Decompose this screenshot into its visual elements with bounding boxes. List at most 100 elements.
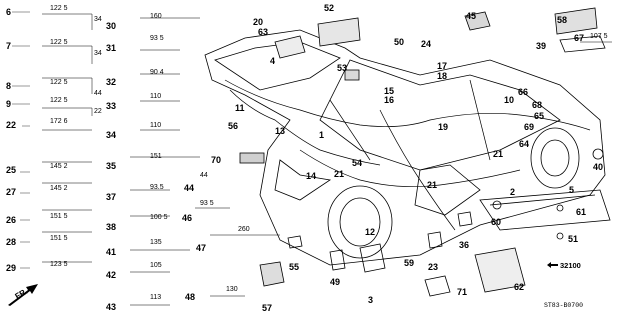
part-number-9: 9 <box>6 99 12 109</box>
part-number-6: 6 <box>6 7 12 17</box>
callout-20: 20 <box>253 17 264 27</box>
callout-19: 19 <box>438 122 449 132</box>
dimension-42: 105 <box>150 262 162 269</box>
dimension-7: 122 5 <box>50 39 68 46</box>
callout-57: 57 <box>262 303 273 313</box>
callout-4: 4 <box>270 56 276 66</box>
dimension-8: 122 5 <box>50 79 68 86</box>
dimension-secondary-9: 22 <box>94 108 102 115</box>
front-direction-arrow <box>8 284 38 306</box>
callout-24: 24 <box>421 39 432 49</box>
callout-51: 51 <box>568 234 579 244</box>
callout-2: 2 <box>510 187 516 197</box>
part-number-38: 38 <box>106 222 117 232</box>
leader-lines <box>12 11 30 269</box>
callout-21: 21 <box>427 180 438 190</box>
callout-36: 36 <box>459 240 470 250</box>
callout-58: 58 <box>557 15 568 25</box>
callout-71: 71 <box>457 287 468 297</box>
callout-14: 14 <box>306 171 317 181</box>
dimension-48: 130 <box>226 286 238 293</box>
part-number-7: 7 <box>6 41 12 51</box>
dimension-37: 93.5 <box>150 184 164 191</box>
dimension-6: 122 5 <box>50 5 68 12</box>
callout-3: 3 <box>368 295 374 305</box>
callout-69: 69 <box>524 122 535 132</box>
dimension-9: 122 5 <box>50 97 68 104</box>
component-shapes <box>239 7 611 297</box>
part-number-37: 37 <box>106 192 117 202</box>
part-number-67: 67 <box>574 33 585 43</box>
callout-64: 64 <box>519 139 530 149</box>
part-number-28: 28 <box>6 237 17 247</box>
dimension-22: 172 6 <box>50 118 68 125</box>
callout-11: 11 <box>235 103 245 113</box>
dimension-32: 90 4 <box>150 69 164 76</box>
dimension-33: 110 <box>150 93 162 100</box>
part-number-29: 29 <box>6 263 17 273</box>
part-number-42: 42 <box>106 270 117 280</box>
callout-1: 1 <box>319 130 325 140</box>
callout-18: 18 <box>437 71 448 81</box>
callout-40: 40 <box>593 162 604 172</box>
dimension-lines <box>42 13 612 306</box>
part-number-26: 26 <box>6 215 17 225</box>
dimension-35: 151 <box>150 153 162 160</box>
part-number-41: 41 <box>106 247 117 257</box>
part-number-8: 8 <box>6 81 12 91</box>
part-number-25: 25 <box>6 165 17 175</box>
callout-55: 55 <box>289 262 300 272</box>
callout-62: 62 <box>514 282 525 292</box>
callout-49: 49 <box>330 277 341 287</box>
part-number-44: 44 <box>184 183 195 193</box>
part-number-31: 31 <box>106 43 117 53</box>
harness-wiring <box>224 79 591 231</box>
dimension-47: 260 <box>238 226 250 233</box>
callout-21: 21 <box>334 169 345 179</box>
callout-39: 39 <box>536 41 547 51</box>
callout-17: 17 <box>437 61 448 71</box>
callout-45: 45 <box>466 11 477 21</box>
dimension-44: 44 <box>200 172 208 179</box>
callout-65: 65 <box>534 111 545 121</box>
reference-label: 32100 <box>560 261 581 270</box>
dimension-secondary-6: 34 <box>94 16 102 23</box>
reference-arrow <box>547 262 558 268</box>
callout-23: 23 <box>428 262 439 272</box>
callout-56: 56 <box>228 121 239 131</box>
dimension-27: 145 2 <box>50 185 68 192</box>
part-number-48: 48 <box>185 292 196 302</box>
dimension-secondary-8: 44 <box>94 90 102 97</box>
car-body-outline <box>204 29 606 266</box>
callout-66: 66 <box>518 87 529 97</box>
dimension-26: 151 5 <box>50 213 68 220</box>
dimension-31: 93 5 <box>150 35 164 42</box>
dimension-38: 100 5 <box>150 214 168 221</box>
part-number-43: 43 <box>106 302 117 312</box>
dimension-30: 160 <box>150 13 162 20</box>
diagram-code: ST83-B0700 <box>544 302 584 309</box>
callout-13: 13 <box>275 126 286 136</box>
part-number-34: 34 <box>106 130 117 140</box>
dimension-34: 110 <box>150 122 162 129</box>
dimension-secondary-7: 34 <box>94 50 102 57</box>
dimension-41: 135 <box>150 239 162 246</box>
callout-16: 16 <box>384 95 395 105</box>
callout-63: 63 <box>258 27 269 37</box>
part-number-22: 22 <box>6 120 17 130</box>
part-number-35: 35 <box>106 161 117 171</box>
part-number-46: 46 <box>182 213 193 223</box>
dimension-25: 145 2 <box>50 163 68 170</box>
callout-60: 60 <box>491 217 502 227</box>
callout-5: 5 <box>569 185 575 195</box>
callout-54: 54 <box>352 158 363 168</box>
part-number-30: 30 <box>106 21 117 31</box>
part-number-27: 27 <box>6 187 17 197</box>
part-number-47: 47 <box>196 243 207 253</box>
callout-10: 10 <box>504 95 515 105</box>
dimension-43: 113 <box>150 294 162 301</box>
part-number-32: 32 <box>106 77 117 87</box>
callout-21: 21 <box>493 149 504 159</box>
